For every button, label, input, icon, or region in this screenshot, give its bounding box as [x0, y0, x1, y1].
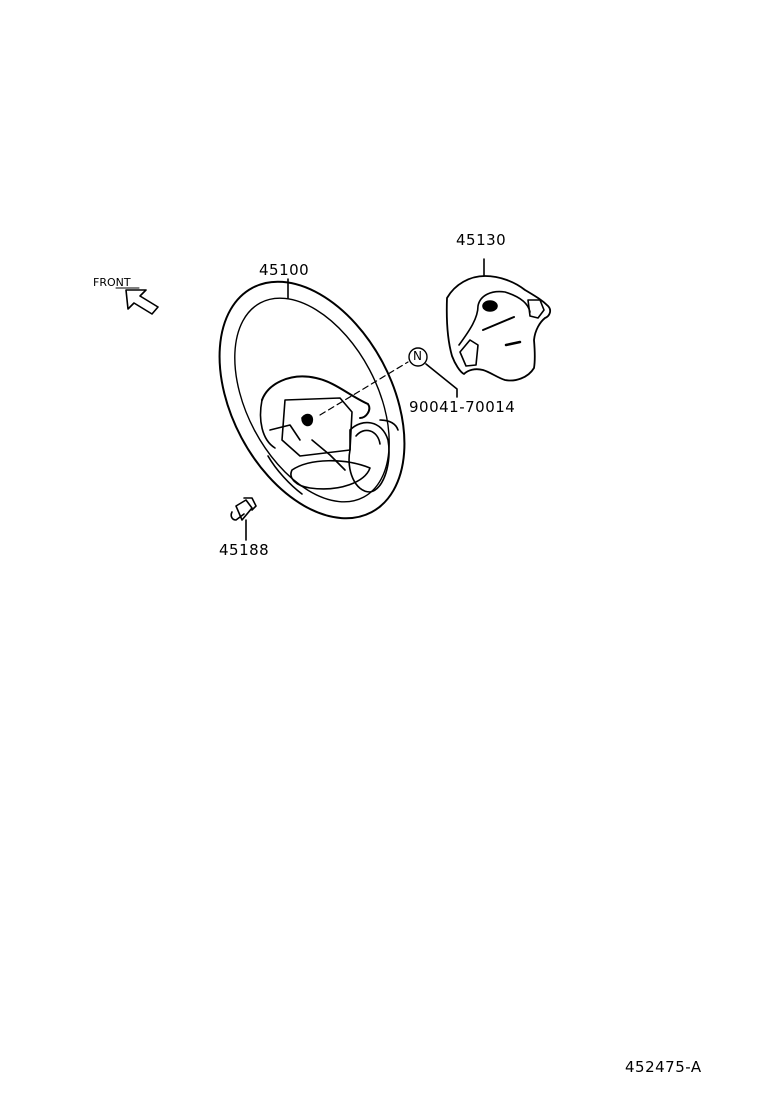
horn-pad-drawing	[445, 258, 552, 382]
front-arrow-icon	[115, 287, 159, 315]
steering-wheel-drawing	[218, 280, 406, 520]
part-number-45188: 45188	[219, 541, 270, 559]
figure-code: 452475-A	[625, 1058, 702, 1076]
part-number-45100: 45100	[259, 261, 310, 279]
front-label: FRONT	[93, 276, 131, 289]
part-number-45130: 45130	[456, 231, 507, 249]
bolt-drawing	[230, 497, 257, 541]
part-number-90041-70014: 90041-70014	[409, 398, 516, 416]
nut-symbol-icon: N	[413, 349, 423, 363]
